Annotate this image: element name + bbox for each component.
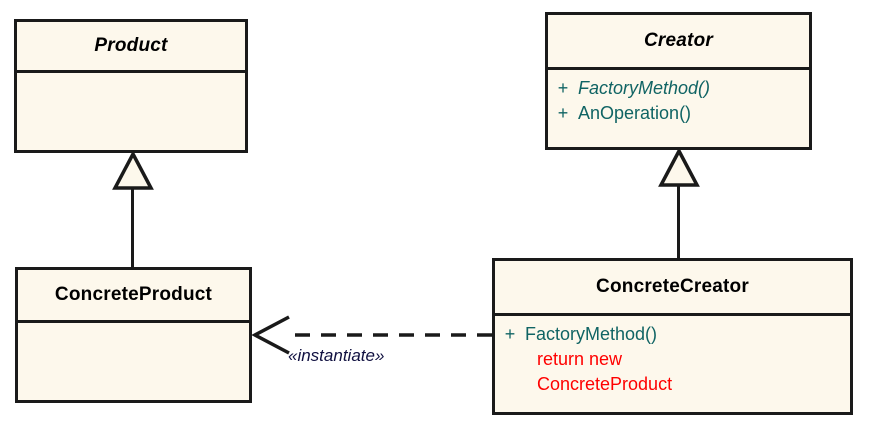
- class-box-concrete-creator[interactable]: ConcreteCreator + FactoryMethod() return…: [492, 258, 853, 415]
- class-name-concrete-product: ConcreteProduct: [18, 270, 249, 323]
- member-signature: FactoryMethod(): [578, 78, 711, 98]
- class-box-creator[interactable]: Creator + FactoryMethod() + AnOperation(…: [545, 12, 812, 150]
- generalization-triangle-product: [112, 150, 154, 190]
- instantiate-dependency-arrow[interactable]: [249, 313, 497, 357]
- class-name-concrete-creator: ConcreteCreator: [495, 261, 850, 316]
- member-signature: FactoryMethod(): [525, 324, 658, 344]
- generalization-triangle-creator: [658, 147, 700, 187]
- member-creator-factorymethod[interactable]: + FactoryMethod(): [548, 76, 809, 101]
- visibility-marker: +: [557, 103, 569, 123]
- class-members-creator: + FactoryMethod() + AnOperation(): [548, 70, 809, 147]
- class-box-concrete-product[interactable]: ConcreteProduct: [15, 267, 252, 403]
- class-members-product: [17, 73, 245, 150]
- visibility-marker: +: [504, 324, 516, 344]
- member-signature: AnOperation(): [578, 103, 692, 123]
- member-concrete-creator-factorymethod[interactable]: + FactoryMethod(): [495, 322, 850, 347]
- class-name-product: Product: [17, 22, 245, 73]
- class-box-product[interactable]: Product: [14, 19, 248, 153]
- generalization-line-product: [131, 188, 134, 268]
- class-name-creator: Creator: [548, 15, 809, 70]
- generalization-line-creator: [677, 185, 680, 260]
- instantiate-stereotype-label: «instantiate»: [288, 346, 385, 365]
- member-creator-anoperation[interactable]: + AnOperation(): [548, 101, 809, 126]
- class-members-concrete-creator: + FactoryMethod() return new ConcretePro…: [495, 316, 850, 412]
- note-line-concrete-product: ConcreteProduct: [537, 374, 673, 394]
- visibility-marker: +: [557, 78, 569, 98]
- note-line-return-new: return new: [537, 349, 623, 369]
- class-members-concrete-product: [18, 323, 249, 400]
